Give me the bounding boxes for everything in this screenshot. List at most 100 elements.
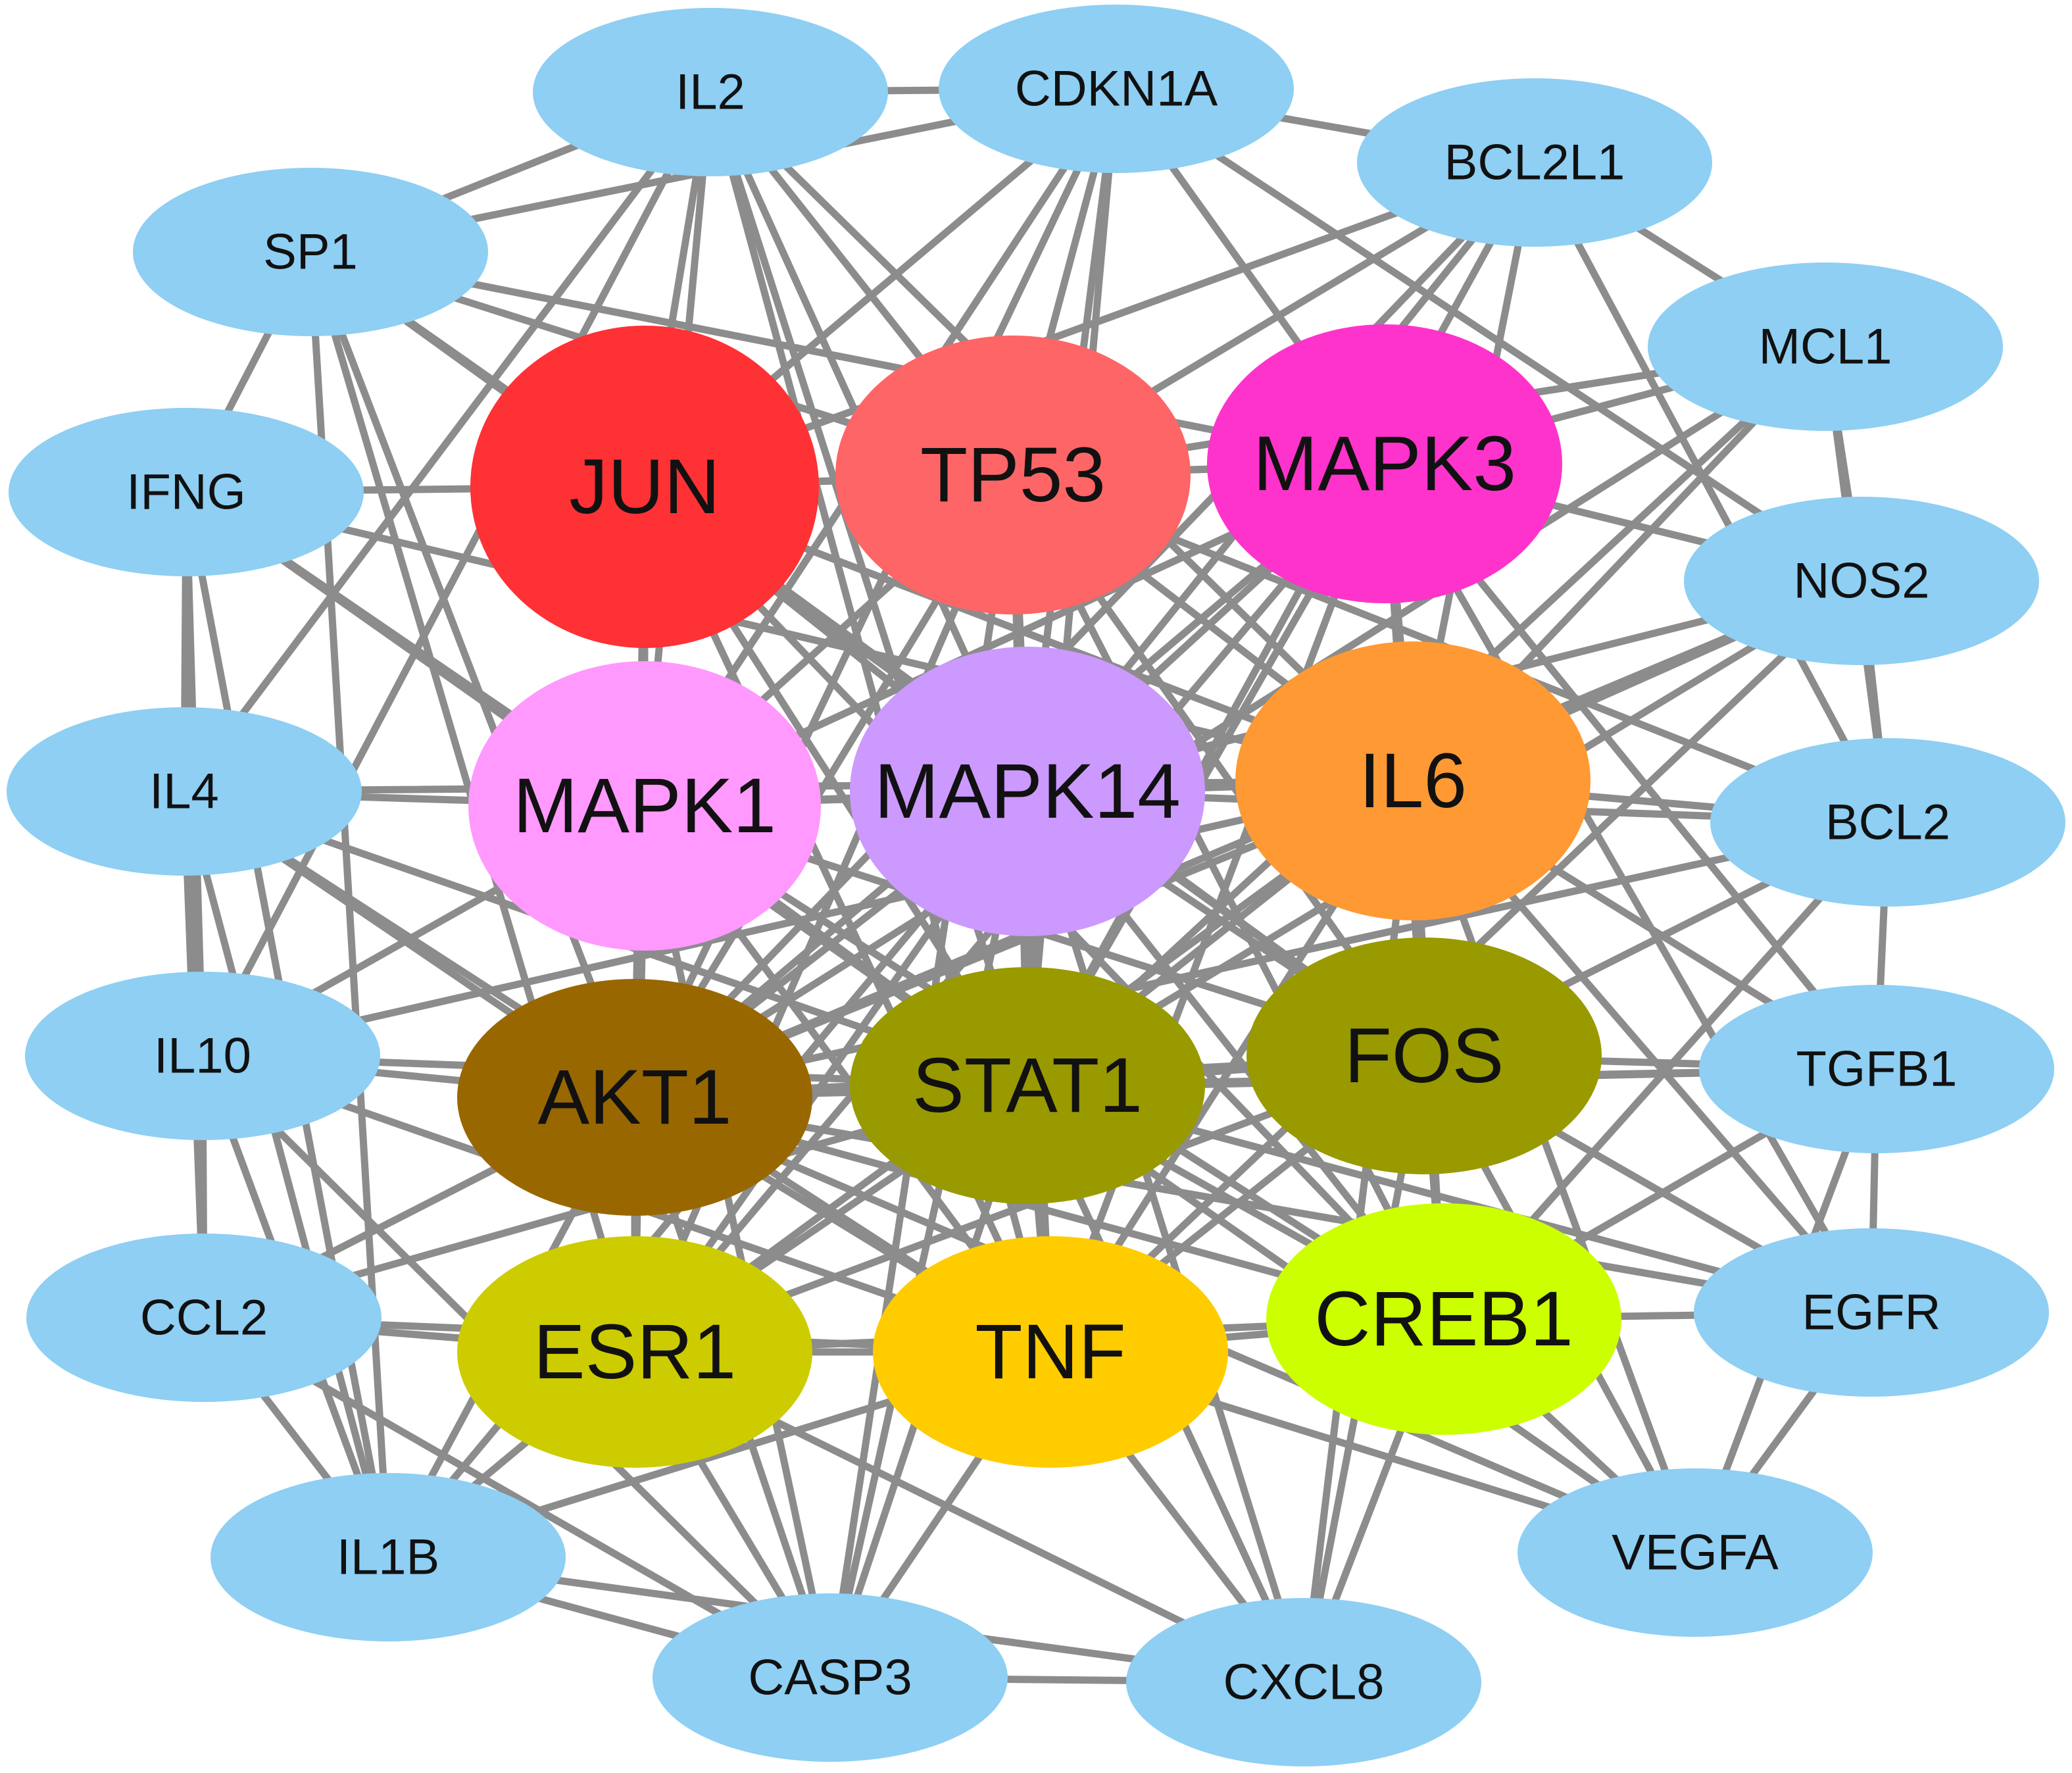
node-shape (1357, 78, 1712, 247)
node-label: BCL2L1 (1444, 135, 1625, 191)
edge-casp3-mapk14 (826, 787, 1031, 1682)
edge-egfr-akt1 (631, 1093, 1875, 1316)
node-ccl2[interactable]: CCL2 (26, 1234, 382, 1402)
node-shape (457, 979, 812, 1216)
node-nos2[interactable]: NOS2 (1684, 497, 2039, 665)
node-il2[interactable]: IL2 (533, 8, 888, 176)
edge-il4-il1b (180, 787, 392, 1561)
node-shape (850, 647, 1205, 936)
node-shape (25, 972, 380, 1140)
edge-cxcl8-mapk14 (1024, 787, 1308, 1686)
node-shape (1684, 497, 2039, 665)
edge-bcl2l1-akt1 (631, 159, 1539, 1101)
node-shape (1266, 1203, 1621, 1435)
node-il1b[interactable]: IL1B (210, 1473, 566, 1641)
node-ifng[interactable]: IFNG (9, 408, 364, 576)
edge-bcl2l1-bcl2 (1531, 159, 1892, 826)
node-label: FOS (1344, 1012, 1504, 1099)
node-label: MAPK14 (874, 748, 1181, 835)
node-tnf[interactable]: TNF (873, 1236, 1228, 1468)
node-cdkn1a[interactable]: CDKN1A (939, 5, 1294, 173)
edge-il2-il10 (199, 88, 714, 1060)
node-bcl2[interactable]: BCL2 (1710, 738, 2065, 907)
edge-mcl1-akt1 (631, 343, 1829, 1101)
edge-bcl2-akt1 (631, 818, 1892, 1101)
node-label: CASP3 (748, 1650, 912, 1706)
node-mapk14[interactable]: MAPK14 (850, 647, 1205, 936)
node-mapk3[interactable]: MAPK3 (1207, 324, 1562, 603)
node-shape (1517, 1468, 1873, 1637)
node-label: MAPK1 (513, 762, 776, 849)
node-vegfa[interactable]: VEGFA (1517, 1468, 1873, 1637)
node-akt1[interactable]: AKT1 (457, 979, 812, 1216)
node-label: IL4 (149, 764, 219, 820)
node-shape (470, 326, 819, 648)
node-shape (850, 967, 1205, 1204)
edge-il2-il4 (180, 88, 714, 795)
node-label: JUN (569, 443, 720, 530)
node-shape (1648, 262, 2003, 431)
node-egfr[interactable]: EGFR (1694, 1228, 2049, 1397)
node-shape (210, 1473, 566, 1641)
node-esr1[interactable]: ESR1 (457, 1236, 812, 1468)
node-shape (9, 408, 364, 576)
node-label: EGFR (1802, 1285, 1940, 1341)
node-shape (939, 5, 1294, 173)
node-label: MCL1 (1759, 319, 1892, 375)
node-label: CREB1 (1314, 1276, 1573, 1362)
node-jun[interactable]: JUN (470, 326, 819, 648)
edge-cdkn1a-nos2 (1112, 85, 1865, 585)
node-mcl1[interactable]: MCL1 (1648, 262, 2003, 431)
edge-bcl2l1-stat1 (1024, 159, 1539, 1089)
node-fos[interactable]: FOS (1246, 937, 1602, 1174)
node-shape (1207, 324, 1562, 603)
node-shape (468, 661, 821, 951)
edge-egfr-mapk3 (1381, 460, 1875, 1316)
node-shape (26, 1234, 382, 1402)
node-shape (457, 1236, 812, 1468)
node-shape (1694, 1228, 2049, 1397)
node-tgfb1[interactable]: TGFB1 (1699, 985, 2054, 1153)
edge-sp1-akt1 (307, 248, 639, 1101)
node-mapk1[interactable]: MAPK1 (468, 661, 821, 951)
node-il4[interactable]: IL4 (7, 707, 362, 876)
node-label: NOS2 (1794, 553, 1930, 609)
node-label: SP1 (263, 224, 358, 280)
node-label: VEGFA (1612, 1525, 1779, 1581)
node-shape (835, 336, 1191, 614)
node-il6[interactable]: IL6 (1235, 641, 1591, 920)
node-label: IL2 (676, 64, 745, 120)
edge-sp1-mapk3 (307, 248, 1389, 468)
node-label: CXCL8 (1223, 1655, 1385, 1711)
node-label: IFNG (126, 464, 246, 520)
edge-casp3-mapk1 (641, 802, 834, 1682)
node-casp3[interactable]: CASP3 (653, 1593, 1008, 1762)
node-label: AKT1 (537, 1054, 731, 1141)
node-shape (873, 1236, 1228, 1468)
node-label: TGFB1 (1796, 1041, 1958, 1097)
node-sp1[interactable]: SP1 (133, 168, 488, 336)
node-bcl2l1[interactable]: BCL2L1 (1357, 78, 1712, 247)
node-label: STAT1 (912, 1042, 1143, 1129)
node-label: TNF (975, 1309, 1125, 1395)
node-label: IL10 (154, 1028, 251, 1084)
node-shape (653, 1593, 1008, 1762)
edge-il10-il6 (199, 777, 1417, 1060)
node-label: MAPK3 (1253, 420, 1516, 507)
node-shape (533, 8, 888, 176)
node-il10[interactable]: IL10 (25, 972, 380, 1140)
node-shape (1246, 937, 1602, 1174)
node-shape (1710, 738, 2065, 907)
node-stat1[interactable]: STAT1 (850, 967, 1205, 1204)
node-label: CDKN1A (1015, 61, 1218, 117)
node-label: ESR1 (533, 1309, 736, 1395)
node-label: IL1B (337, 1530, 439, 1586)
node-label: BCL2 (1825, 795, 1950, 851)
node-tp53[interactable]: TP53 (835, 336, 1191, 614)
edge-ifng-il6 (182, 488, 1417, 785)
node-cxcl8[interactable]: CXCL8 (1126, 1598, 1481, 1766)
node-label: TP53 (920, 432, 1106, 518)
node-creb1[interactable]: CREB1 (1266, 1203, 1621, 1435)
